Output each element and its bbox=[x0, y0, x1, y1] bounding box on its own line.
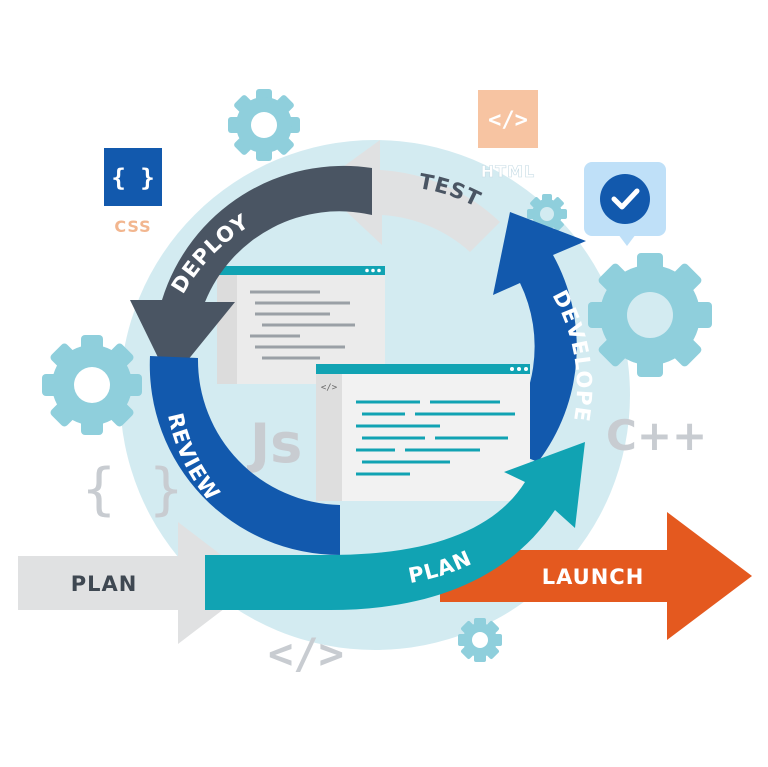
launch-arrow bbox=[440, 512, 752, 640]
develope-arrow bbox=[493, 212, 586, 462]
gear-icon bbox=[42, 335, 142, 435]
html-badge-symbol: </> bbox=[488, 108, 528, 133]
js-label: Js bbox=[246, 412, 302, 475]
editor-tag: </> bbox=[321, 383, 338, 393]
css-badge bbox=[104, 148, 162, 206]
code-window-icon: </> bbox=[316, 364, 530, 501]
launch-label: LAUNCH bbox=[542, 565, 645, 589]
code-window-icon bbox=[217, 266, 385, 384]
checkmark-icon bbox=[584, 162, 666, 246]
cpp-label: C++ bbox=[606, 411, 707, 460]
gear-icon bbox=[458, 618, 502, 662]
gear-icon bbox=[588, 253, 712, 377]
plan-input-arrow bbox=[18, 522, 258, 644]
html-label: HTML bbox=[481, 162, 535, 181]
review-arrow bbox=[149, 356, 340, 556]
gear-icon bbox=[527, 194, 567, 234]
deploy-arrow bbox=[130, 165, 372, 382]
css-badge-symbol: { } bbox=[111, 164, 154, 192]
plan-cycle-arrow bbox=[205, 442, 585, 610]
html-badge bbox=[478, 90, 538, 148]
code-tag-label: </> bbox=[268, 629, 344, 678]
gear-icon bbox=[228, 89, 300, 161]
braces-label: { } bbox=[82, 457, 183, 522]
plan-input-label: PLAN bbox=[71, 572, 138, 596]
css-label: CSS bbox=[114, 217, 151, 236]
